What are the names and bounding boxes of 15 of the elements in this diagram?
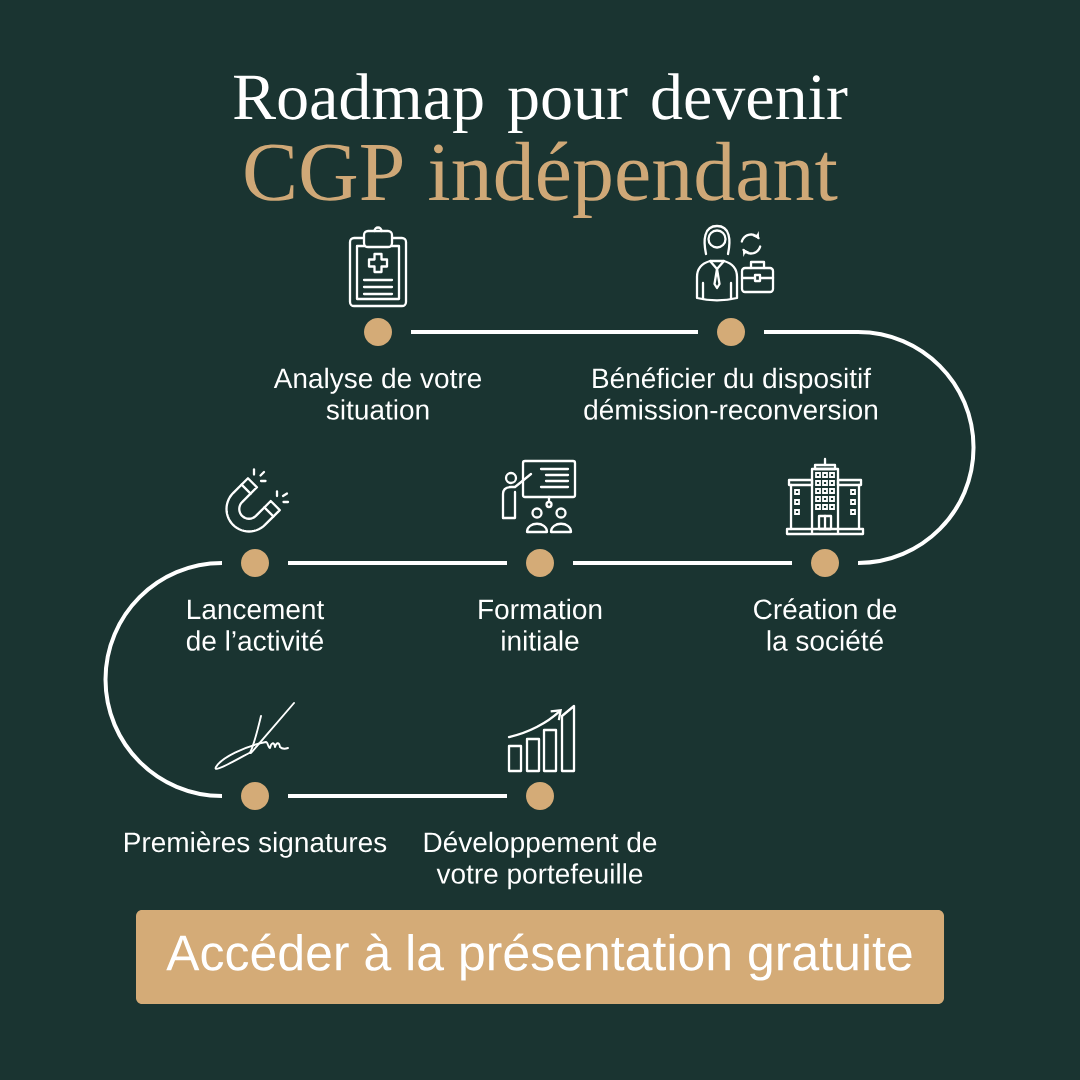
step-label: Formation initiale — [479, 598, 602, 651]
timeline-line — [764, 330, 976, 565]
timeline-line — [288, 794, 507, 798]
title: Roadmap pour devenir CGP indépendant — [234, 73, 848, 218]
timeline-line — [288, 561, 507, 565]
step-label: Premières signatures — [125, 831, 387, 858]
step-label: Développement de votre portefeuille — [424, 831, 657, 890]
timeline-line — [411, 330, 698, 334]
step-label: Création de la société — [754, 598, 897, 651]
step-label: Lancement de l’activité — [186, 599, 325, 651]
timeline-line — [103, 561, 223, 798]
step-label: Analyse de votre situation — [273, 367, 481, 420]
step-label: Bénéficier du dispositif démission-reconversion — [584, 367, 877, 420]
timeline-line — [573, 561, 792, 565]
cta-button: Accéder à la présentation gratuite — [136, 910, 944, 1004]
